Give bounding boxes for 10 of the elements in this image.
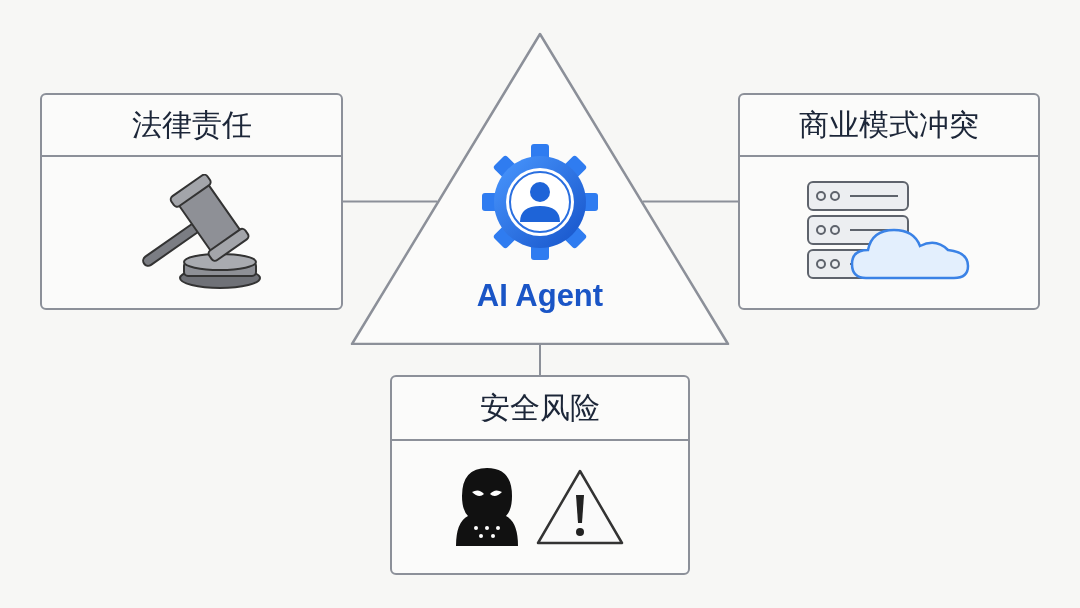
card-heading: 法律责任 xyxy=(131,105,252,144)
agent-title: AI Agent xyxy=(476,278,604,314)
topic-card xyxy=(738,93,1040,310)
card-heading: 商业模式冲突 xyxy=(799,105,979,144)
topic-card xyxy=(390,375,690,575)
topic-card xyxy=(40,93,343,310)
card-heading: 安全风险 xyxy=(480,388,600,427)
connector-line xyxy=(641,200,739,203)
connector-line xyxy=(342,200,439,203)
connector-line xyxy=(539,344,541,376)
